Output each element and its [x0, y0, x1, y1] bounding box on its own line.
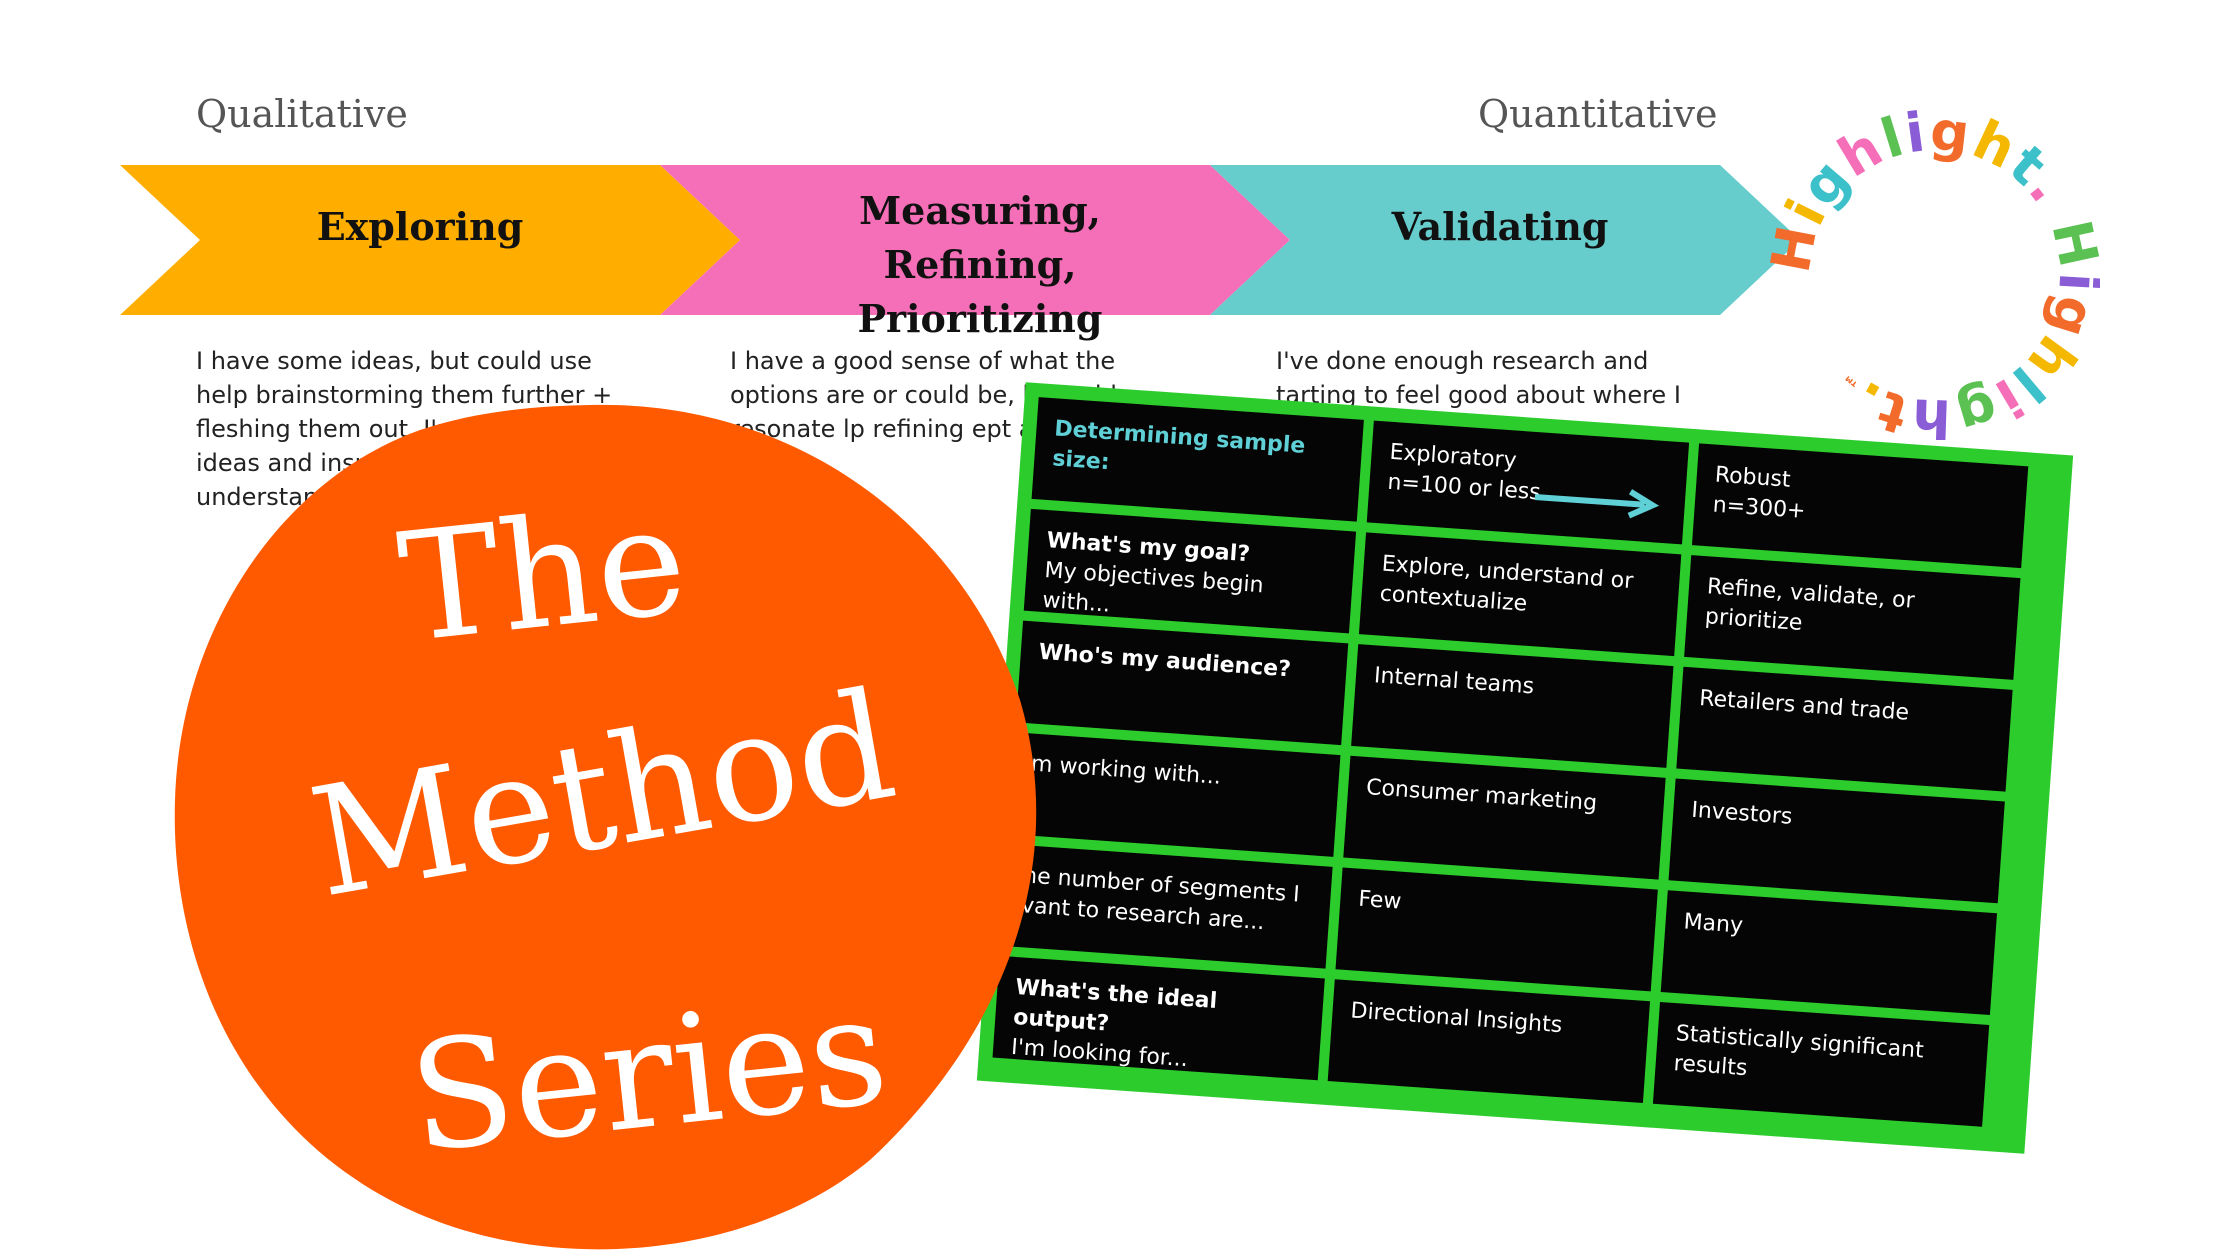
row-left-option: Consumer marketing [1343, 755, 1666, 880]
row-right-option: Many [1660, 890, 1998, 1016]
table-rows: Determining sample size: Exploratory n=10… [992, 397, 2059, 1129]
row-question: Determining sample size: [1051, 416, 1307, 476]
row-right-option: Investors [1668, 778, 2005, 904]
row-left-option: Exploratory n=100 or less [1366, 420, 1690, 545]
stage-label-exploring: Exploring [316, 204, 524, 249]
row-right-option: Robust n=300+ [1691, 443, 2029, 569]
measuring-description: I have a good sense of what the options … [730, 347, 1117, 443]
title-the: The [391, 473, 694, 677]
row-right-option: Retailers and trade [1676, 666, 2013, 792]
row-left-option: Directional Insights [1327, 979, 1651, 1104]
stage-label-validating: Validating [1391, 204, 1609, 249]
stage-label-measuring: Measuring, Refining, Prioritizing [857, 188, 1103, 341]
validating-chevron [1210, 165, 1800, 315]
quantitative-label: Quantitative [1478, 92, 1718, 136]
arrow-right-icon [1534, 489, 1660, 519]
title-blob [174, 404, 1037, 1250]
row-question-cell: Determining sample size: [1031, 397, 1364, 522]
row-subtext: m working with... [1030, 751, 1222, 790]
exploring-chevron [120, 165, 740, 315]
sample-size-table: Determining sample size: Exploratory n=10… [976, 382, 2074, 1154]
row-question-cell: What's my goal?My objectives begin with.… [1023, 508, 1357, 634]
row-left-option: Few [1335, 867, 1658, 992]
highlight-logo-text: Highlight. Highlight.™ [1770, 110, 2100, 440]
measuring-chevron [660, 165, 1290, 315]
table-row: Determining sample size: Exploratory n=10… [1031, 397, 2059, 570]
highlight-logo: Highlight. Highlight.™ [1770, 110, 2100, 440]
orange-blob-shape [174, 404, 1037, 1250]
row-left-option: Explore, understand or contextualize [1358, 532, 1682, 657]
row-left-option: Internal teams [1351, 644, 1674, 768]
row-right-option: Refine, validate, or prioritize [1684, 555, 2021, 680]
row-question: Who's my audience? [1038, 639, 1292, 683]
qualitative-label: Qualitative [196, 92, 408, 136]
row-right-option: Statistically significant results [1652, 1001, 1990, 1127]
